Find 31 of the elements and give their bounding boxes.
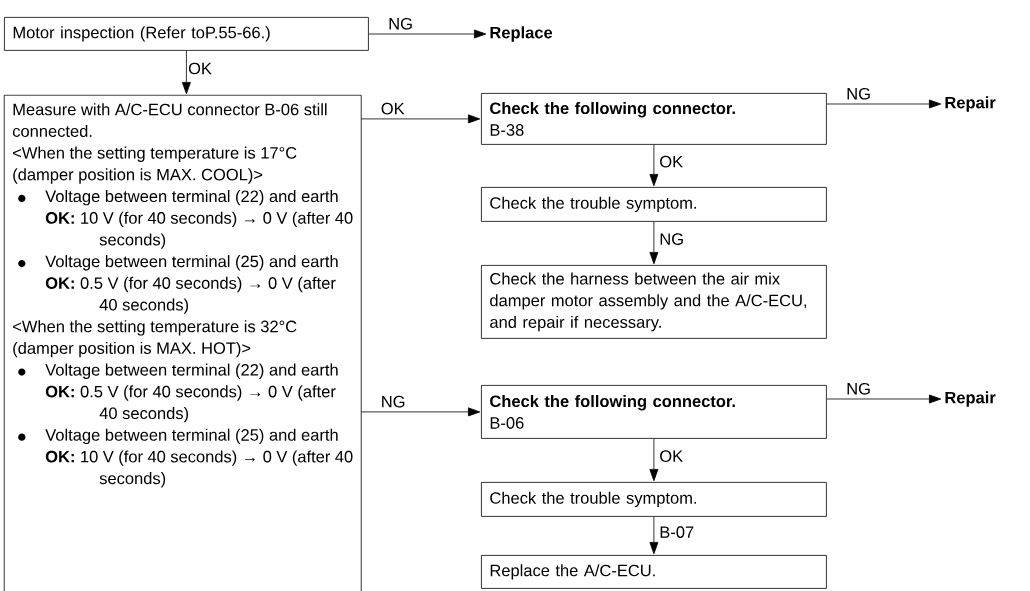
- edge-label: OK: [187, 61, 213, 76]
- result-text: Replace: [490, 26, 553, 42]
- step-box: Check the trouble symptom.: [481, 187, 827, 222]
- check-box: Check the following connector. B-06: [481, 385, 827, 439]
- edge-label: B-07: [658, 525, 696, 539]
- edge-label: OK: [379, 101, 406, 116]
- arrow: [649, 221, 659, 265]
- arrow: [649, 516, 659, 555]
- edge-label: NG: [658, 232, 686, 246]
- edge-label: NG: [387, 16, 414, 31]
- result-text: Repair: [945, 391, 996, 407]
- result-text: Repair: [945, 96, 996, 112]
- arrow: [649, 144, 659, 187]
- measurement-box: Measure with A/C-ECU connector B-06 still connected. <When the setting temperature is 17°C (damper position is MAX. COOL)> Voltage between terminal (22) and earth OK: 10 V (for 40 seconds) → 0 V (after 40 seconds) Voltage between terminal (25) and earth OK: 0.5 V (for 40 seconds) → 0 V (after 40 seconds) <When the setting temperature is 32°C (damper position is MAX. HOT)> Voltage between terminal (22) and earth OK: 0.5 V (for 40 seconds) → 0 V (after 40 seconds) Voltage between terminal (25) and earth OK: 10 V (for 40 seconds) → 0 V (after 40 seconds): [3, 94, 362, 591]
- arrow: [361, 114, 481, 124]
- edge-label: NG: [379, 394, 407, 409]
- edge-label: NG: [845, 381, 872, 396]
- arrow: [826, 394, 942, 404]
- arrow: [649, 438, 659, 482]
- arrow: [361, 407, 481, 417]
- arrow: [368, 29, 487, 39]
- edge-label: OK: [658, 154, 685, 169]
- step-box: Replace the A/C-ECU.: [481, 555, 827, 589]
- step-box: Check the harness between the air mix damper motor assembly and the A/C-ECU, and repair if necessary.: [481, 265, 827, 339]
- arrow: [181, 50, 191, 95]
- step-box: Motor inspection (Refer toP.55-66.): [4, 17, 369, 51]
- edge-label: OK: [658, 449, 685, 463]
- check-box: Check the following connector. B-38: [481, 93, 827, 145]
- step-box: Check the trouble symptom.: [481, 482, 827, 517]
- arrow: [826, 99, 942, 109]
- edge-label: NG: [845, 86, 872, 101]
